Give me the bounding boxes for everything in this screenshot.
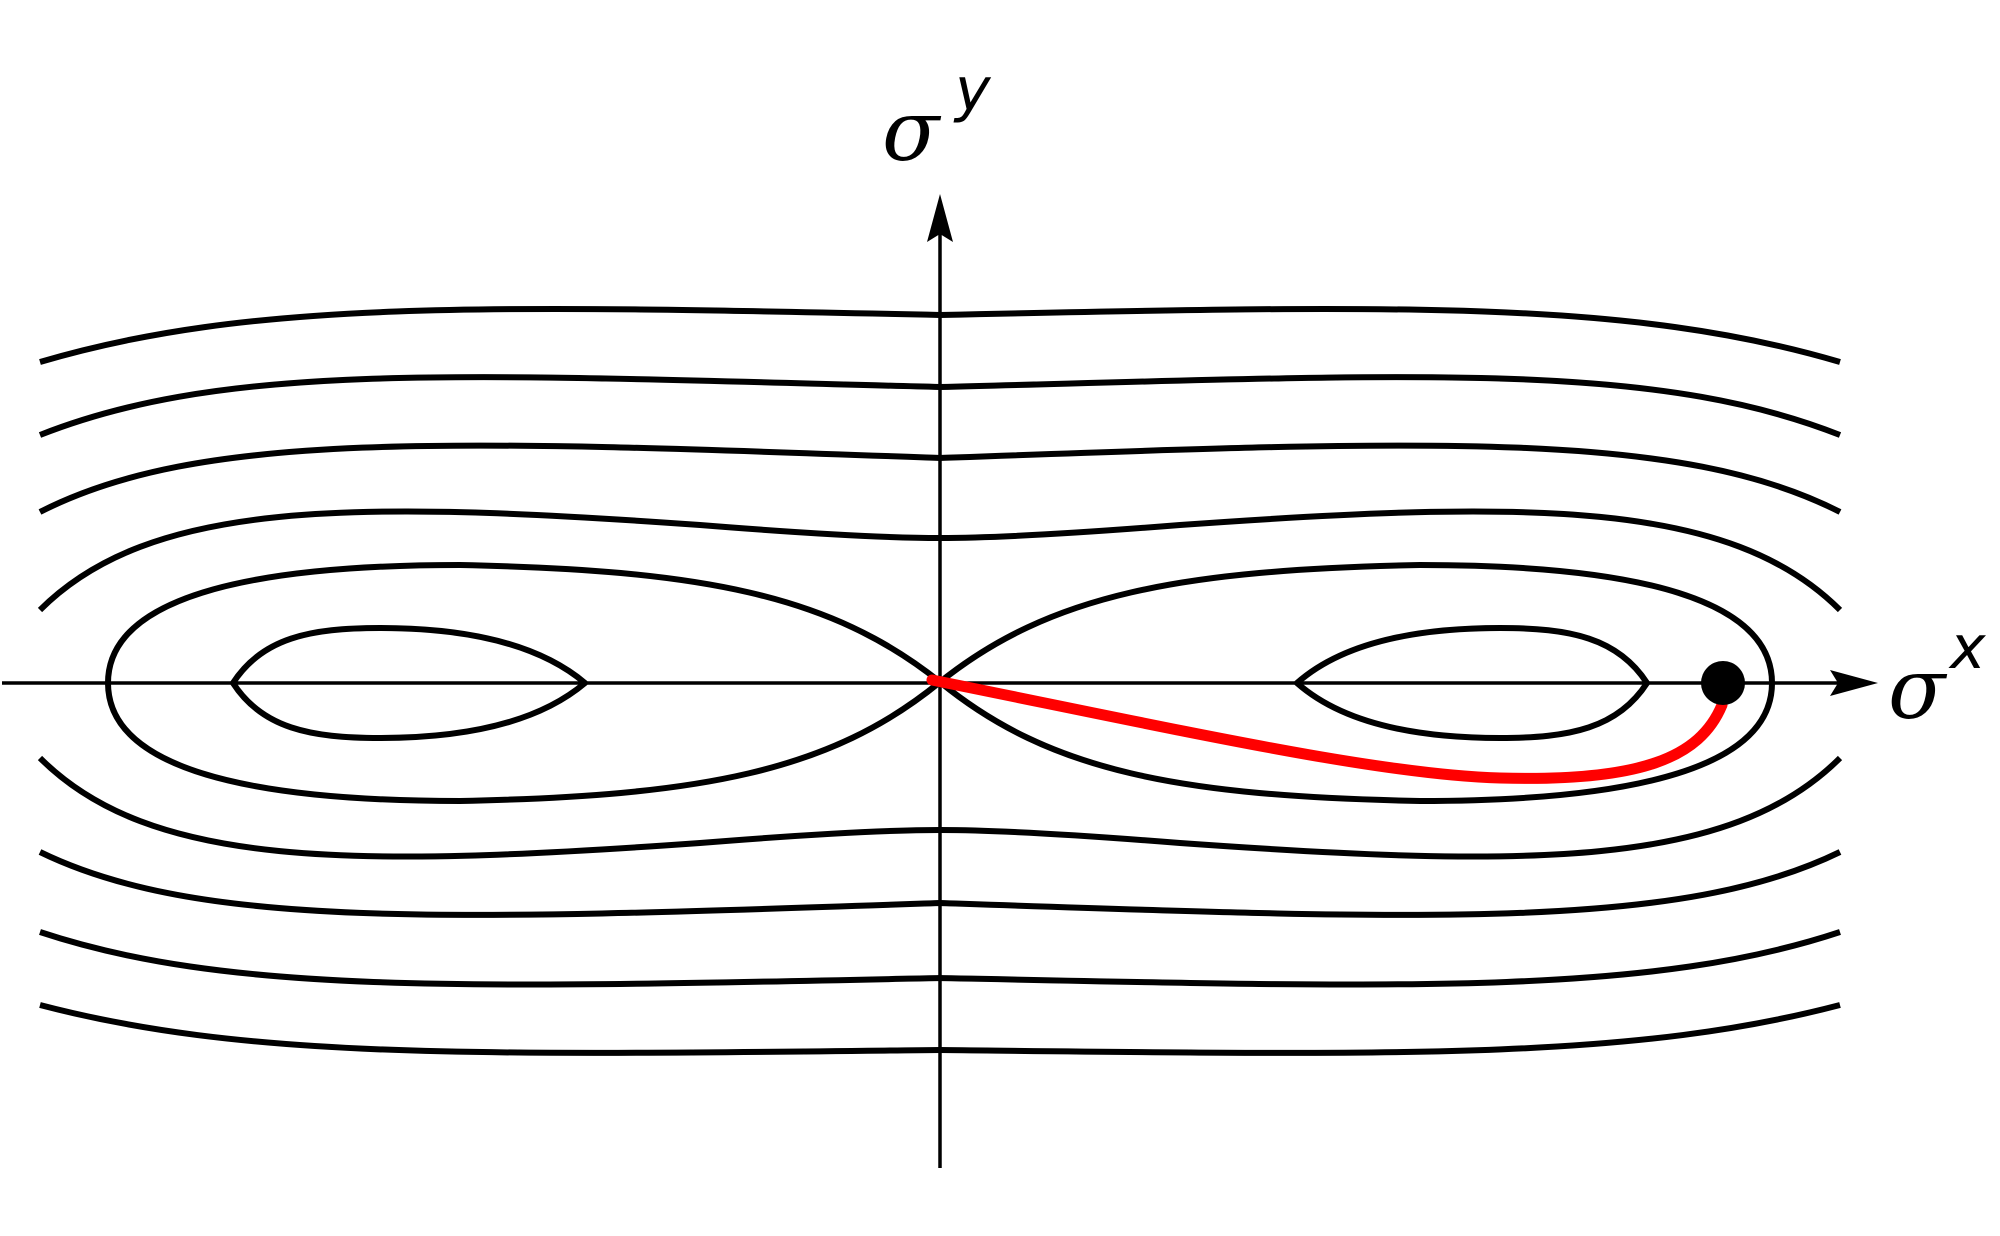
y-axis-label: σ	[882, 82, 942, 180]
y-axis-arrowhead	[927, 194, 953, 242]
axes	[2, 194, 1878, 1168]
y-axis-superscript: y	[953, 55, 992, 125]
x-axis-arrowhead	[1830, 670, 1878, 696]
x-axis-label: σ	[1888, 640, 1948, 738]
state-marker-dot	[1701, 661, 1745, 705]
x-axis-superscript: x	[1948, 613, 1986, 683]
trajectory-path	[926, 674, 1728, 784]
